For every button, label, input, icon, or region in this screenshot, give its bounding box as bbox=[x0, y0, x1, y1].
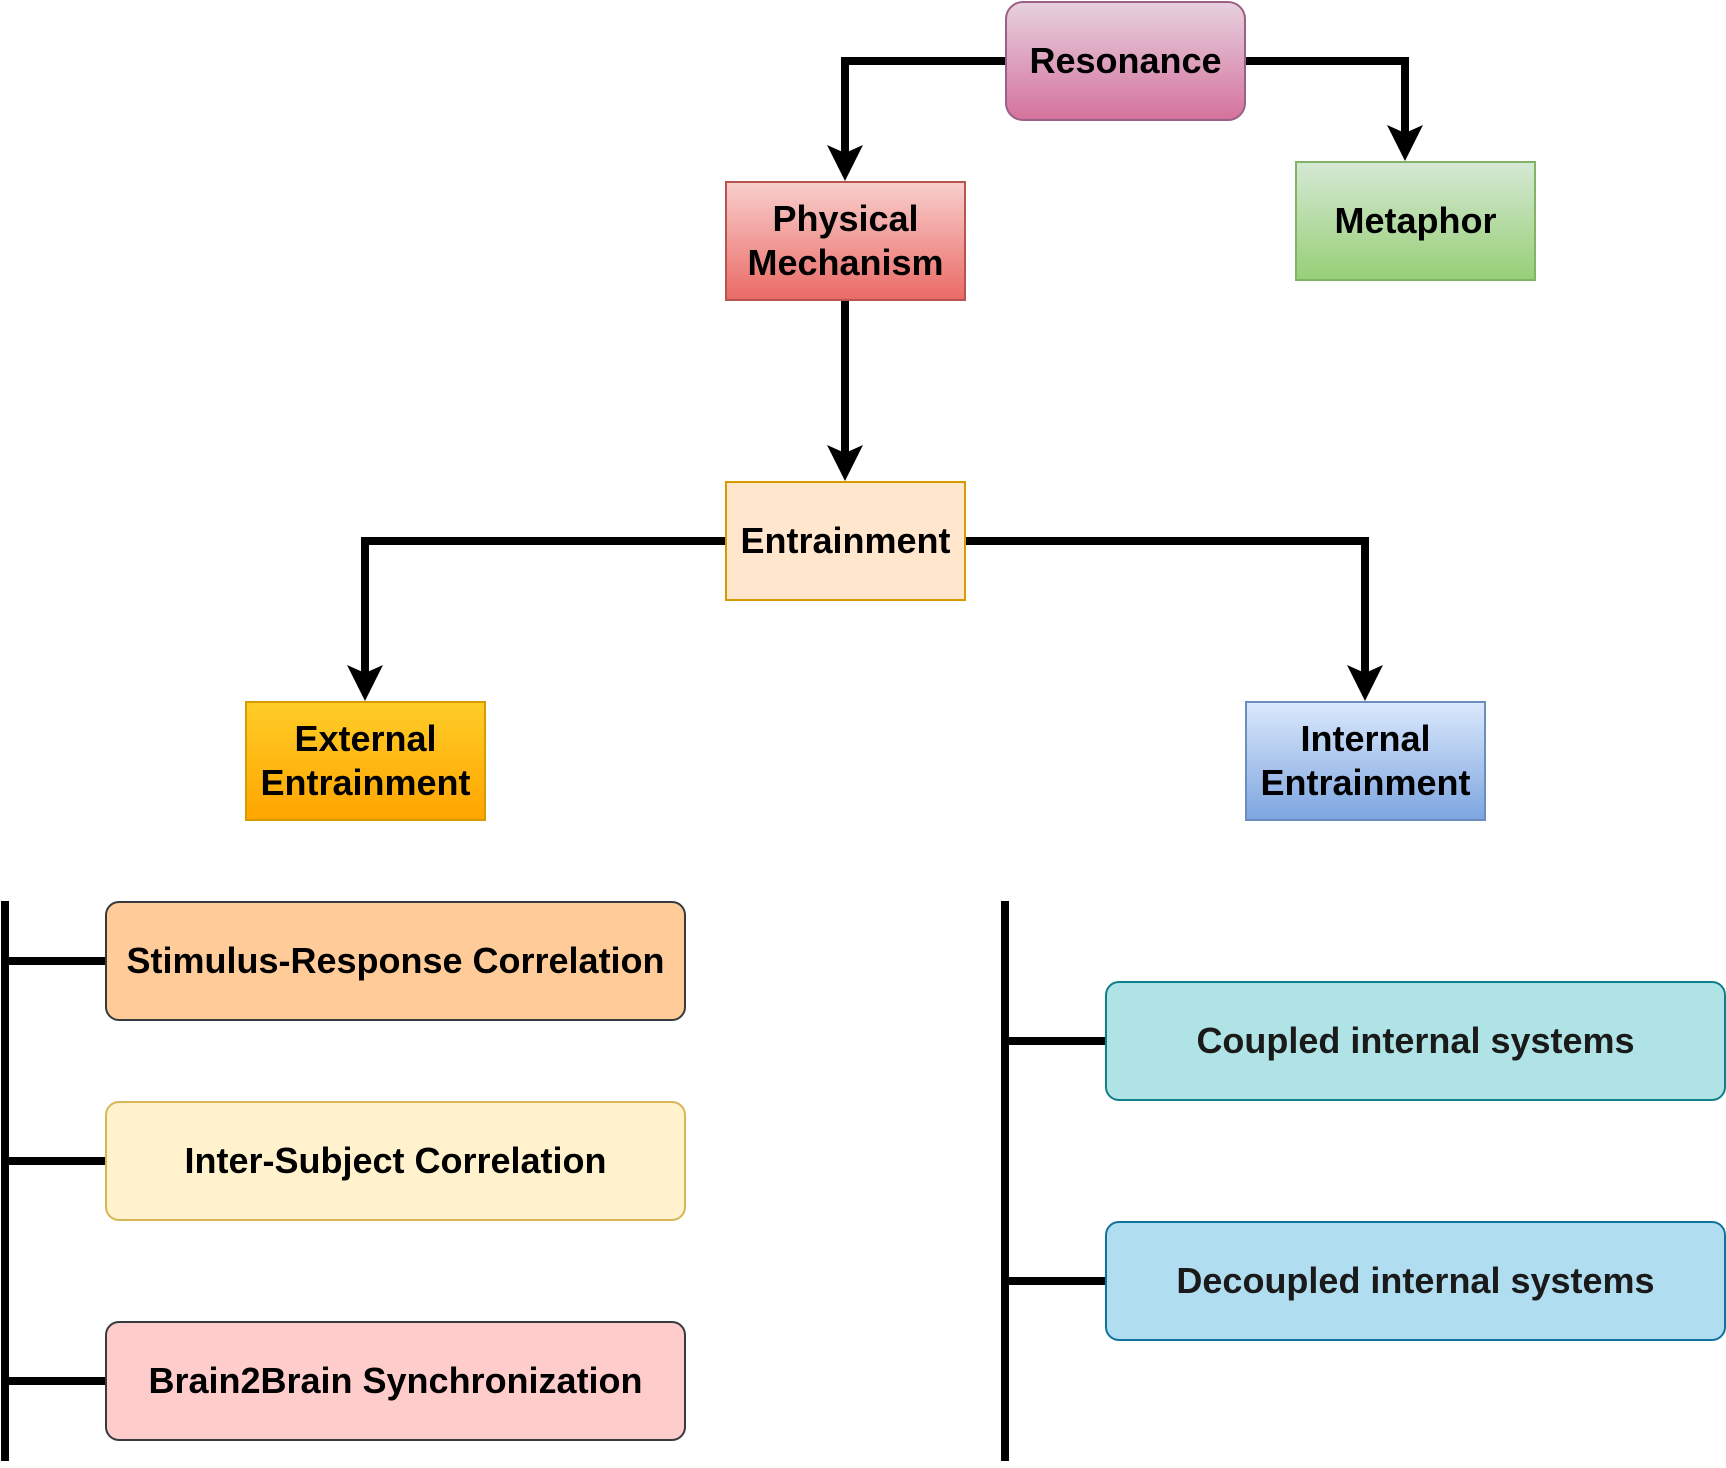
node-internal-entrainment-label: Internal Entrainment bbox=[1260, 718, 1471, 803]
node-decoupled-internal-systems: Decoupled internal systems bbox=[1105, 1221, 1726, 1341]
edge-entrainment-internal bbox=[966, 537, 1369, 680]
edge-resonance-metaphor bbox=[1246, 57, 1409, 140]
arrowhead-physical bbox=[827, 145, 863, 181]
arrowhead-metaphor bbox=[1387, 125, 1423, 161]
arrowhead-external bbox=[347, 665, 383, 701]
node-inter-subject-correlation: Inter-Subject Correlation bbox=[105, 1101, 686, 1221]
node-physical-mechanism: Physical Mechanism bbox=[725, 181, 966, 301]
node-metaphor: Metaphor bbox=[1295, 161, 1536, 281]
node-resonance: Resonance bbox=[1005, 1, 1246, 121]
node-metaphor-label: Metaphor bbox=[1334, 200, 1497, 241]
node-inter-subject-label: Inter-Subject Correlation bbox=[184, 1140, 607, 1181]
node-stimulus-response-label: Stimulus-Response Correlation bbox=[126, 940, 665, 981]
arrowhead-entrainment bbox=[827, 445, 863, 481]
node-physical-mechanism-label: Physical Mechanism bbox=[747, 198, 944, 283]
arrowhead-internal bbox=[1347, 665, 1383, 701]
node-resonance-label: Resonance bbox=[1029, 40, 1222, 81]
node-external-entrainment-label: External Entrainment bbox=[260, 718, 471, 803]
node-coupled-internal-systems: Coupled internal systems bbox=[1105, 981, 1726, 1101]
node-internal-entrainment: Internal Entrainment bbox=[1245, 701, 1486, 821]
node-decoupled-label: Decoupled internal systems bbox=[1176, 1260, 1655, 1301]
node-entrainment: Entrainment bbox=[725, 481, 966, 601]
node-coupled-label: Coupled internal systems bbox=[1196, 1020, 1635, 1061]
node-entrainment-label: Entrainment bbox=[740, 520, 951, 561]
node-brain2brain-synchronization: Brain2Brain Synchronization bbox=[105, 1321, 686, 1441]
node-brain2brain-label: Brain2Brain Synchronization bbox=[148, 1360, 643, 1401]
node-external-entrainment: External Entrainment bbox=[245, 701, 486, 821]
edge-resonance-physical bbox=[841, 57, 1005, 160]
node-stimulus-response-correlation: Stimulus-Response Correlation bbox=[105, 901, 686, 1021]
edge-entrainment-external bbox=[361, 537, 725, 680]
